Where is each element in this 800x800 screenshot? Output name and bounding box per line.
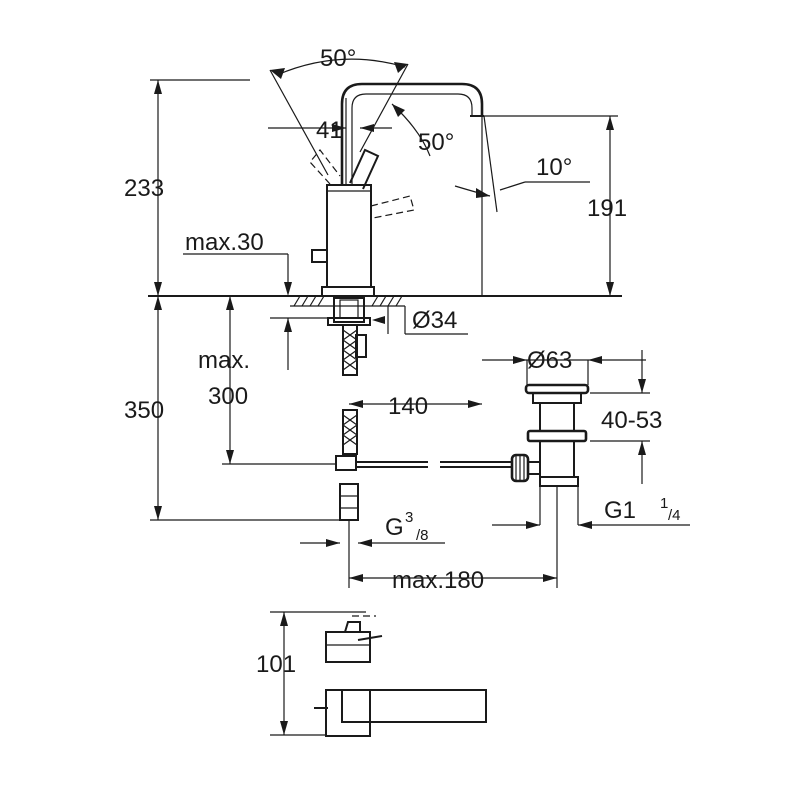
popup-rod bbox=[357, 461, 512, 468]
countertop bbox=[148, 286, 622, 326]
label-angle-side: 50° bbox=[418, 129, 454, 156]
label-thread-g38-den: /8 bbox=[416, 527, 429, 544]
label-thread-g114-num: 1 bbox=[660, 495, 668, 512]
label-angle-10: 10° bbox=[536, 154, 572, 181]
countertop-hatching bbox=[293, 295, 403, 307]
label-max-300-line1: max. bbox=[198, 347, 250, 374]
label-dia-34: Ø34 bbox=[412, 307, 457, 334]
label-height-233: 233 bbox=[124, 175, 164, 202]
label-thread-g38: G 3 /8 bbox=[385, 509, 429, 544]
label-angle-top: 50° bbox=[320, 45, 356, 72]
label-height-350: 350 bbox=[124, 397, 164, 424]
label-width-41: 41 bbox=[316, 117, 343, 144]
supply-hoses bbox=[335, 324, 367, 521]
top-view bbox=[270, 611, 487, 737]
drain-assembly bbox=[510, 383, 590, 525]
label-thread-g114-den: /4 bbox=[668, 507, 681, 524]
label-dia-63: Ø63 bbox=[527, 347, 572, 374]
label-height-101: 101 bbox=[256, 651, 296, 678]
label-max-300-line2: 300 bbox=[208, 383, 248, 410]
faucet-body bbox=[269, 63, 618, 296]
label-max-30: max.30 bbox=[185, 229, 264, 256]
label-dist-140: 140 bbox=[388, 393, 428, 420]
dimensions bbox=[150, 58, 690, 735]
label-thread-g114: G1 1 /4 bbox=[604, 495, 681, 524]
label-thread-g38-num: 3 bbox=[405, 509, 413, 526]
label-thread-g38-base: G bbox=[385, 514, 404, 541]
label-max-180: max.180 bbox=[392, 567, 484, 594]
label-thread-g114-base: G1 bbox=[604, 497, 636, 524]
label-height-191: 191 bbox=[587, 195, 627, 222]
dimension-labels: 50° 41 50° 10° 233 191 max.30 Ø34 Ø63 ma… bbox=[124, 45, 681, 678]
label-range-40-53: 40-53 bbox=[601, 407, 662, 434]
